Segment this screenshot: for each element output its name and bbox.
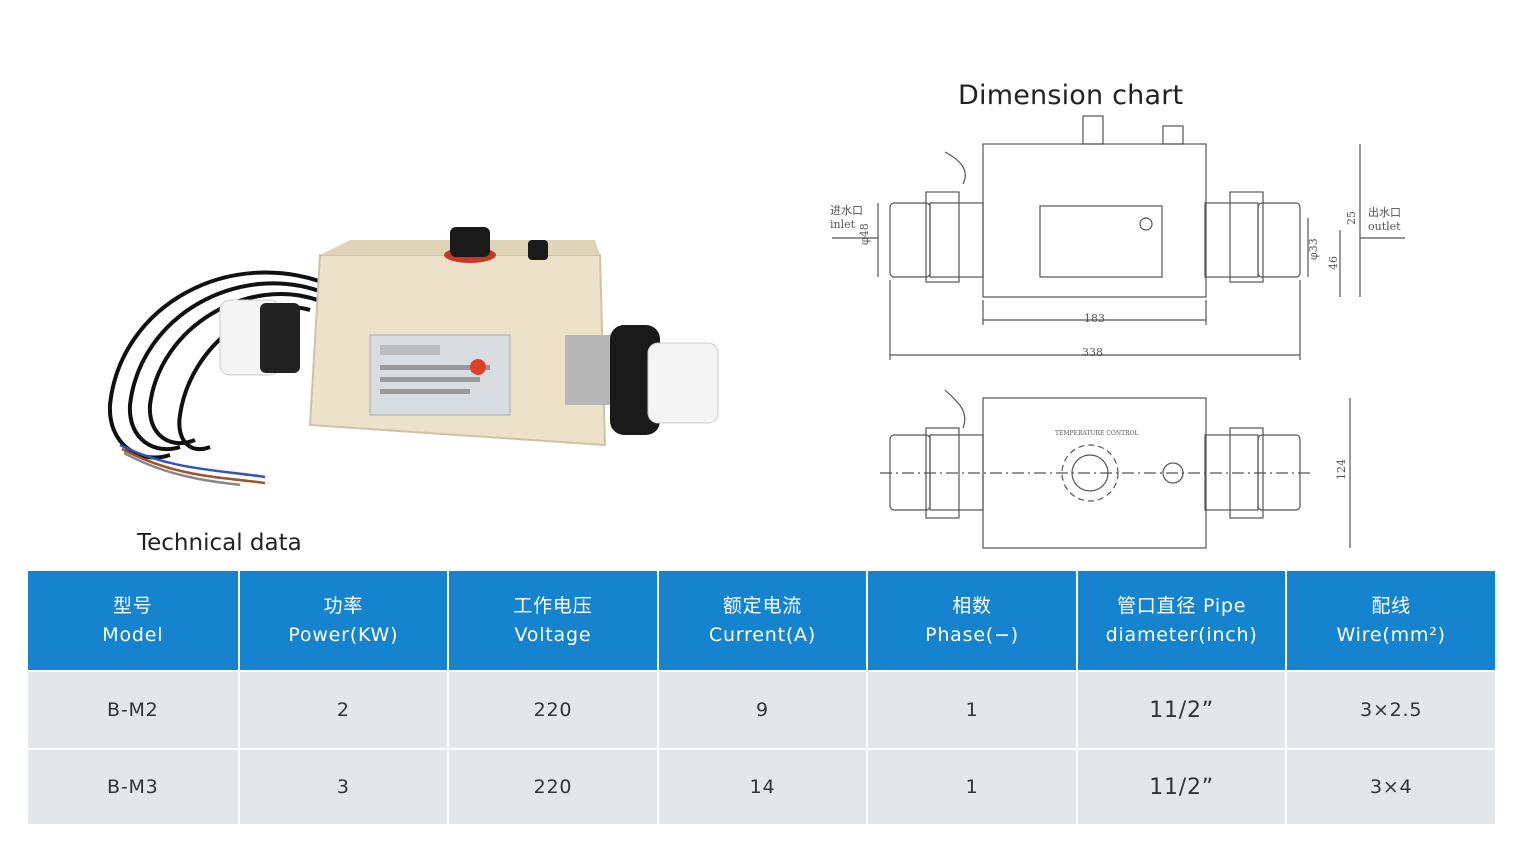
dimension-phi48: φ48 bbox=[858, 223, 871, 245]
cell-wire: 3×2.5 bbox=[1285, 670, 1495, 748]
dimension-25: 25 bbox=[1345, 211, 1358, 225]
technical-data-title: Technical data bbox=[137, 530, 302, 556]
cell-model: B-M3 bbox=[28, 748, 238, 824]
top-view-body bbox=[982, 143, 1207, 298]
dimension-183: 183 bbox=[1084, 312, 1105, 325]
cell-voltage: 220 bbox=[447, 748, 657, 824]
cell-phase: 1 bbox=[866, 670, 1076, 748]
dimension-chart-title: Dimension chart bbox=[958, 80, 1184, 111]
temperature-knob bbox=[444, 227, 496, 263]
cell-pipe-diameter: 11/2ˮ bbox=[1075, 748, 1286, 824]
cell-current: 9 bbox=[656, 670, 867, 748]
inlet-label-cn: 进水口 bbox=[830, 204, 863, 217]
outlet-label-en: outlet bbox=[1368, 220, 1401, 233]
outlet-pipe bbox=[565, 325, 719, 435]
cell-current: 14 bbox=[656, 748, 867, 824]
dimension-phi33: φ33 bbox=[1307, 238, 1320, 260]
water-heater-photo bbox=[107, 227, 719, 487]
table-row: B-M2 2 220 9 1 11/2ˮ 3×2.5 bbox=[28, 670, 1495, 748]
wire-ends bbox=[119, 443, 266, 487]
cell-pipe-diameter: 11/2ˮ bbox=[1075, 670, 1286, 748]
dimension-124: 124 bbox=[1335, 459, 1348, 480]
inlet-label-en: inlet bbox=[830, 218, 856, 231]
dimension-46: 46 bbox=[1327, 256, 1340, 270]
cell-voltage: 220 bbox=[447, 670, 657, 748]
panel-label: TEMPERATURE CONTROL bbox=[1055, 430, 1139, 437]
cell-wire: 3×4 bbox=[1285, 748, 1495, 824]
cell-model: B-M2 bbox=[28, 670, 238, 748]
cell-phase: 1 bbox=[866, 748, 1076, 824]
table-row: B-M3 3 220 14 1 11/2ˮ 3×4 bbox=[28, 748, 1495, 824]
dimension-338: 338 bbox=[1082, 346, 1103, 359]
indicator-knob bbox=[528, 240, 548, 260]
cell-power: 2 bbox=[237, 670, 448, 748]
inlet-pipe bbox=[219, 299, 300, 376]
cell-power: 3 bbox=[237, 748, 448, 824]
outlet-label-cn: 出水口 bbox=[1368, 205, 1401, 219]
heater-body bbox=[308, 240, 607, 447]
top-view-panel bbox=[1039, 205, 1163, 278]
dimension-drawing: 进水口 inlet 出水口 outlet 183 338 φ48 φ33 25 … bbox=[830, 115, 1405, 549]
